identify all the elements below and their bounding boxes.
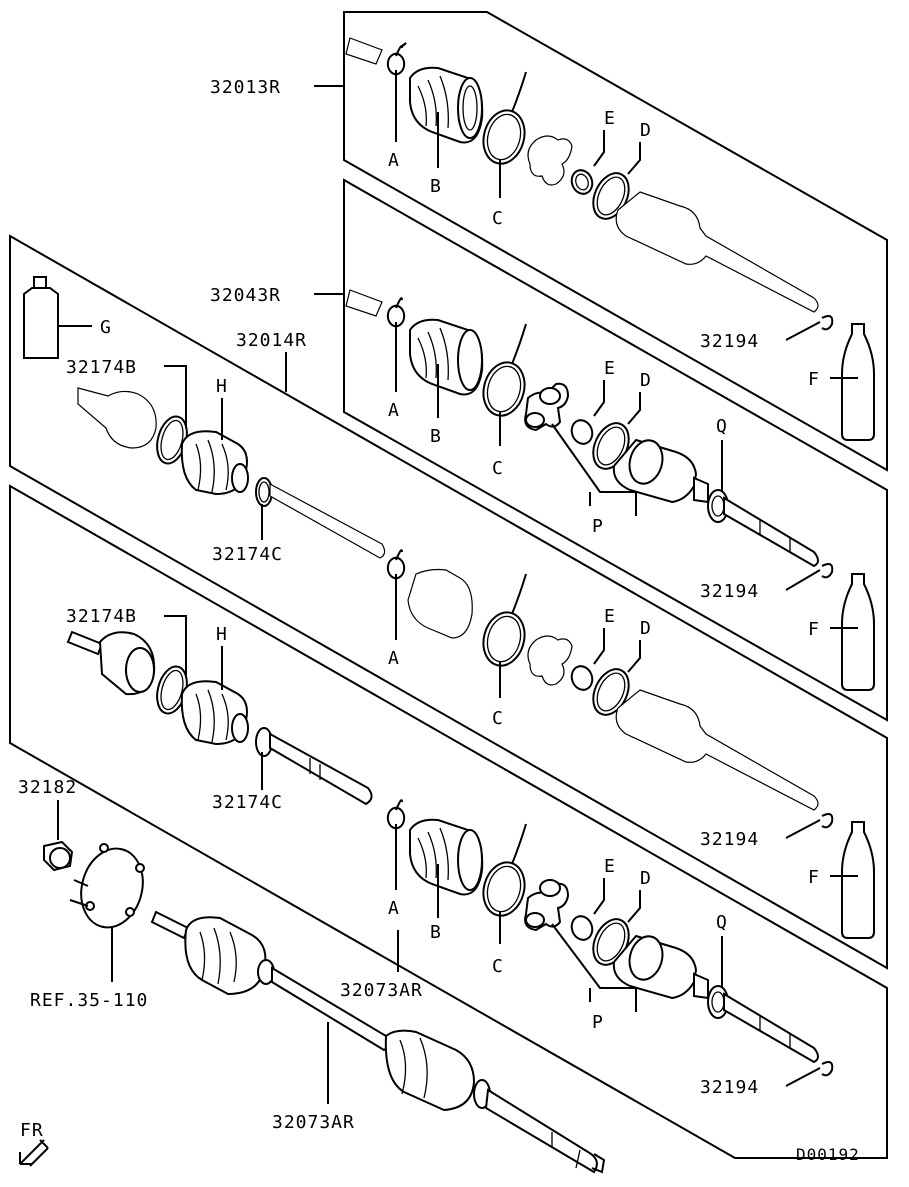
panel-32013R-parts	[345, 37, 834, 331]
label-D-1: D	[640, 120, 652, 141]
label-32182: 32182	[18, 777, 77, 798]
label-E-4: E	[604, 856, 616, 877]
label-32013R: 32013R	[210, 77, 281, 98]
leader-lines	[57, 70, 858, 1104]
panel-32073AR	[9, 484, 888, 1159]
label-32014R: 32014R	[236, 330, 307, 351]
label-ref: REF.35-110	[30, 990, 148, 1011]
grease-bottle-G	[23, 276, 59, 359]
callout-labels: 32013R 32043R 32014R G 32174B H 32174C A…	[18, 77, 860, 1164]
label-C-1: C	[492, 208, 504, 229]
label-F-1: F	[808, 369, 820, 390]
grease-tubes-F	[841, 323, 875, 939]
assembled-driveshaft	[43, 840, 606, 1174]
label-32174B-a: 32174B	[66, 357, 137, 378]
label-A-2: A	[388, 400, 400, 421]
label-fr: FR	[20, 1120, 44, 1141]
label-H-a: H	[216, 376, 228, 397]
panel-32013R	[343, 11, 888, 472]
label-H-b: H	[216, 624, 228, 645]
panel-32043R-parts	[345, 289, 834, 579]
label-C-4: C	[492, 956, 504, 977]
label-F-2: F	[808, 619, 820, 640]
label-P-2: P	[592, 1012, 604, 1033]
panel-32014R	[9, 234, 888, 970]
label-C-2: C	[492, 458, 504, 479]
label-B-1: B	[430, 176, 442, 197]
panel-32014R-parts	[23, 276, 834, 829]
label-D-3: D	[640, 618, 652, 639]
label-A-4: A	[388, 898, 400, 919]
label-32174B-b: 32174B	[66, 606, 137, 627]
label-D-2: D	[640, 370, 652, 391]
panel-32043R	[343, 178, 888, 722]
label-32174C-a: 32174C	[212, 544, 283, 565]
front-direction-arrow-icon	[19, 1139, 49, 1167]
label-32073AR-lower: 32073AR	[272, 1112, 355, 1133]
label-G: G	[100, 317, 112, 338]
label-32073AR-upper: 32073AR	[340, 980, 423, 1001]
label-E-3: E	[604, 606, 616, 627]
label-E-1: E	[604, 108, 616, 129]
label-C-3: C	[492, 708, 504, 729]
label-32174C-b: 32174C	[212, 792, 283, 813]
label-32194-3: 32194	[700, 829, 759, 850]
label-A-3: A	[388, 648, 400, 669]
label-F-3: F	[808, 867, 820, 888]
label-B-3: B	[430, 922, 442, 943]
label-32194-2: 32194	[700, 581, 759, 602]
label-Q-2: Q	[716, 912, 728, 933]
label-B-2: B	[430, 426, 442, 447]
label-E-2: E	[604, 358, 616, 379]
label-Q-1: Q	[716, 416, 728, 437]
label-P-1: P	[592, 516, 604, 537]
label-D-4: D	[640, 868, 652, 889]
label-32194-1: 32194	[700, 331, 759, 352]
label-32194-4: 32194	[700, 1077, 759, 1098]
label-A-1: A	[388, 150, 400, 171]
panel-32073AR-parts	[66, 630, 834, 1077]
label-32043R: 32043R	[210, 285, 281, 306]
diagram-code: D00192	[796, 1145, 860, 1164]
